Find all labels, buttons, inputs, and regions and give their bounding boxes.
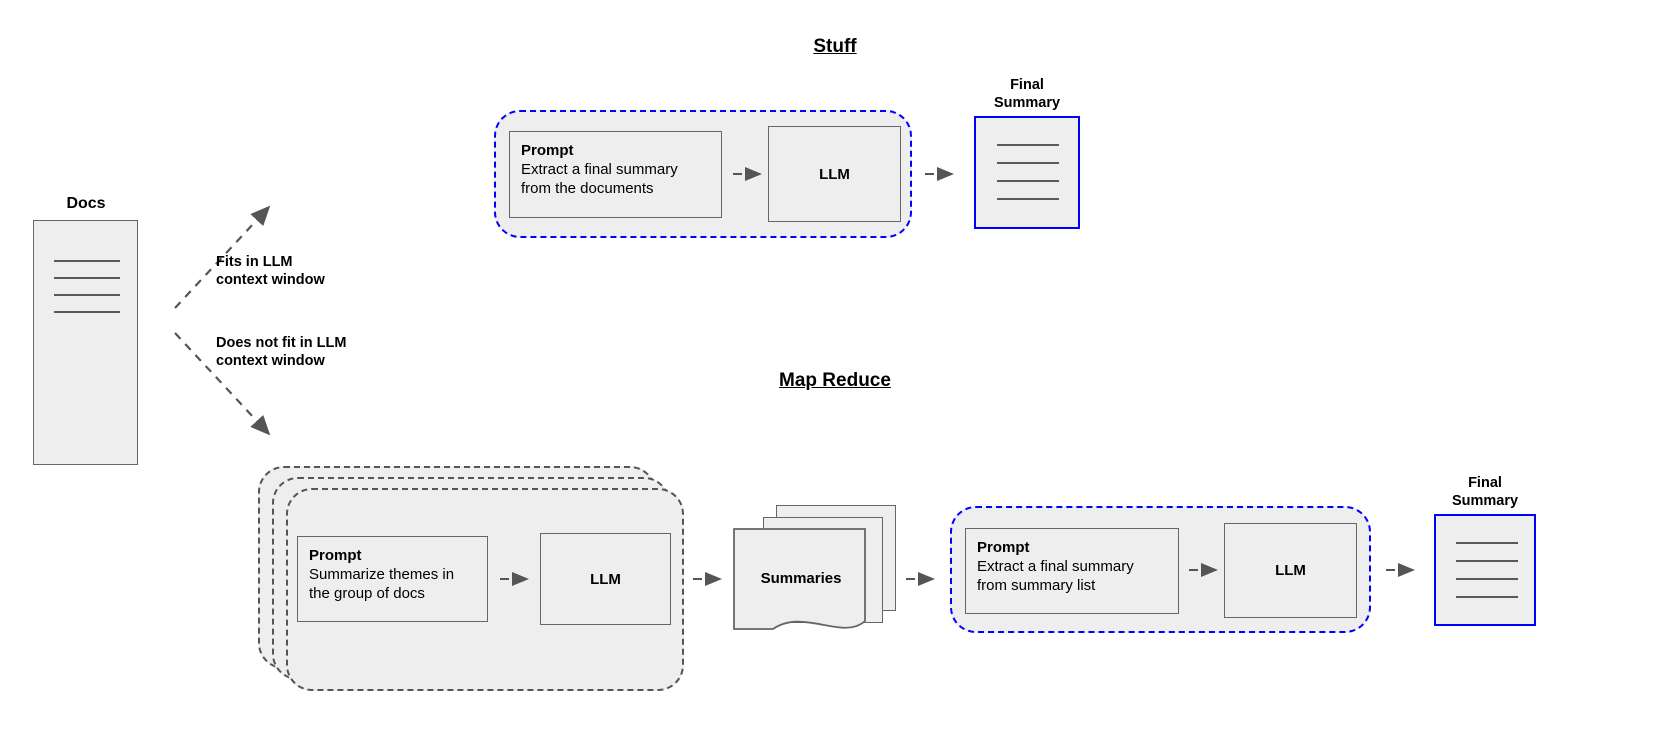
- map-reduce-title: Map Reduce: [779, 370, 891, 391]
- stuff-prompt-line2: from the documents: [521, 180, 654, 197]
- stuff-final-summary-label-line1: Final: [1010, 77, 1044, 93]
- branch-upper-connector: [174, 205, 271, 309]
- reduce-llm-label: LLM: [1275, 562, 1306, 579]
- summaries-page-front: [733, 528, 866, 630]
- stuff-prompt-title: Prompt: [521, 142, 574, 159]
- map-final-summary-label-line2: Summary: [1451, 493, 1519, 509]
- docs-label: Docs: [66, 195, 106, 212]
- reduce-arrow-prompt-to-llm: [1189, 563, 1223, 577]
- map-final-summary-box: [1434, 514, 1536, 626]
- branch-upper-label-line2: context window: [216, 272, 325, 288]
- branch-upper-label-line1: Fits in LLM: [216, 254, 293, 270]
- docs-lines: [34, 221, 137, 464]
- map-prompt-box: Prompt Summarize themes in the group of …: [297, 536, 488, 622]
- stuff-prompt-line1: Extract a final summary: [521, 161, 678, 178]
- map-llm-label: LLM: [590, 570, 621, 588]
- map-prompt-line2: the group of docs: [309, 585, 425, 602]
- map-prompt-line1: Summarize themes in: [309, 566, 455, 583]
- stuff-final-summary-label: Final Summary: [960, 76, 1094, 112]
- map-final-summary-label-line1: Final: [1468, 475, 1502, 491]
- reduce-prompt-line1: Extract a final summary: [977, 558, 1134, 575]
- branch-lower-label: Does not fit in LLM context window: [216, 334, 346, 370]
- map-arrow-to-summaries: [693, 572, 727, 586]
- reduce-prompt-line2: from summary list: [977, 577, 1096, 594]
- summaries-stack: Summaries: [733, 505, 903, 635]
- summaries-label: Summaries: [760, 570, 842, 587]
- branch-lower-label-line2: context window: [216, 353, 325, 369]
- map-final-summary-label: Final Summary: [1418, 474, 1552, 510]
- summaries-arrow-to-reduce: [906, 572, 940, 586]
- branch-upper-label: Fits in LLM context window: [216, 253, 325, 289]
- docs-box: [33, 220, 138, 465]
- reduce-prompt-box: Prompt Extract a final summary from summ…: [965, 528, 1179, 614]
- stuff-llm-box: LLM: [768, 126, 901, 222]
- reduce-llm-box: LLM: [1224, 523, 1357, 618]
- stuff-arrow-prompt-to-llm: [733, 167, 767, 181]
- stuff-arrow-llm-to-summary: [925, 167, 959, 181]
- branch-lower-connector: [174, 332, 271, 436]
- reduce-arrow-to-final-summary: [1386, 563, 1420, 577]
- map-llm-box: LLM: [540, 533, 671, 625]
- stuff-final-summary-lines: [976, 118, 1078, 227]
- stuff-title: Stuff: [813, 36, 857, 57]
- map-final-summary-lines: [1436, 516, 1534, 624]
- stuff-final-summary-box: [974, 116, 1080, 229]
- stuff-prompt-box: Prompt Extract a final summary from the …: [509, 131, 722, 218]
- map-prompt-title: Prompt: [309, 547, 362, 564]
- stuff-final-summary-label-line2: Summary: [993, 95, 1061, 111]
- stuff-llm-label: LLM: [819, 165, 850, 183]
- map-arrow-prompt-to-llm: [500, 572, 534, 586]
- branch-lower-label-line1: Does not fit in LLM: [216, 335, 347, 351]
- reduce-prompt-title: Prompt: [977, 539, 1030, 556]
